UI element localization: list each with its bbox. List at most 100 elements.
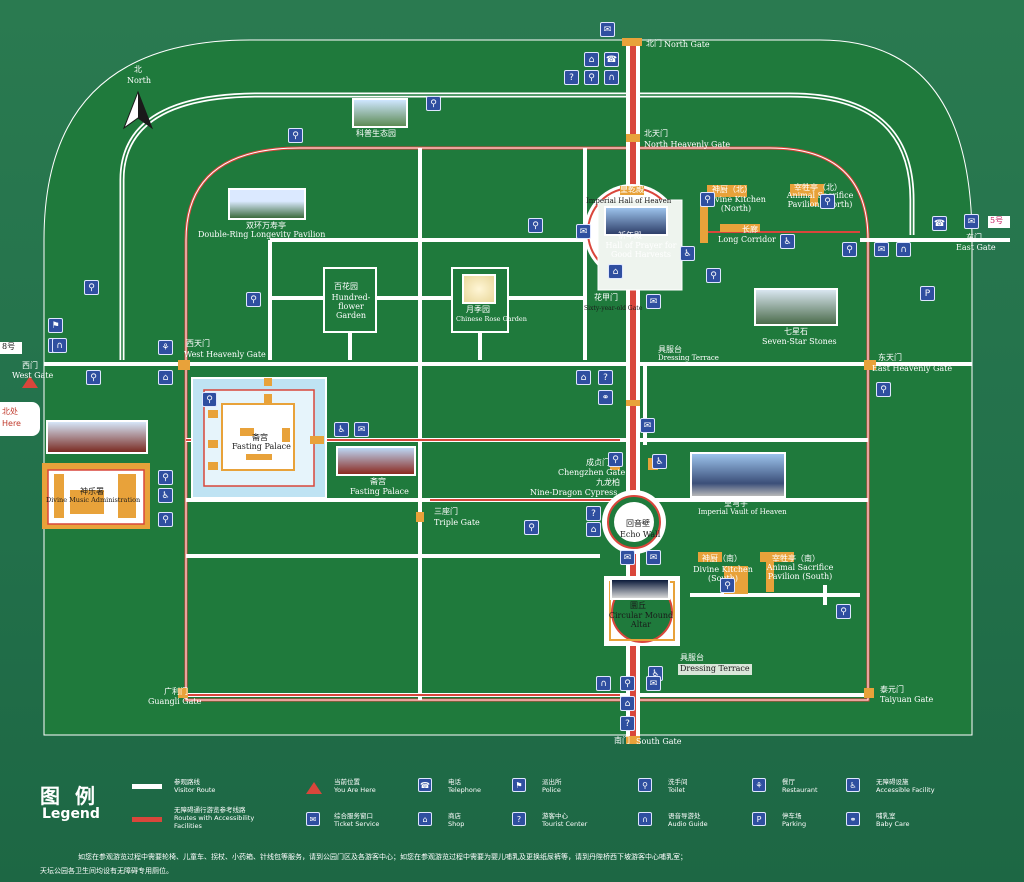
shop-icon[interactable]: ⌂ (608, 264, 623, 279)
telephone-icon[interactable]: ☎ (932, 216, 947, 231)
legend-note-1: 如您在参观游览过程中需要轮椅、儿童车、拐杖、小药箱、针线包等服务，请到公园门区及… (78, 853, 687, 861)
toilet-icon[interactable]: ⚲ (84, 280, 99, 295)
toilet-icon[interactable]: ⚲ (836, 604, 851, 619)
shop-icon[interactable]: ⌂ (158, 370, 173, 385)
ticket-service-icon[interactable]: ✉ (964, 214, 979, 229)
accessible-facility-icon[interactable]: ♿ (652, 454, 667, 469)
circular-mound-en: Circular Mound Altar (608, 611, 674, 629)
ticket-service-icon[interactable]: ✉ (600, 22, 615, 37)
toilet-icon[interactable]: ⚲ (608, 452, 623, 467)
toilet-icon[interactable]: ⚲ (820, 194, 835, 209)
toilet-icon[interactable]: ⚲ (246, 292, 261, 307)
toilet-icon[interactable]: ⚲ (842, 242, 857, 257)
toilet-icon[interactable]: ⚲ (584, 70, 599, 85)
sixty-year-en: Sixty-year-old Gate (584, 305, 643, 312)
divine-music-cn: 神乐署 (80, 487, 104, 496)
ticket-service-icon[interactable]: ✉ (646, 294, 661, 309)
divine-kitchen-n-cn: 神厨（北） (712, 185, 752, 194)
ticket-service-icon[interactable]: ✉ (640, 418, 655, 433)
audio-guide-icon[interactable]: ∩ (896, 242, 911, 257)
shop-icon[interactable]: ⌂ (584, 52, 599, 67)
toilet-icon[interactable]: ⚲ (720, 578, 735, 593)
fasting-palace-cn: 斋宫 (252, 433, 268, 442)
ticket-service-icon[interactable]: ✉ (646, 550, 661, 565)
double-ring-en: Double-Ring Longevity Pavilion (198, 230, 326, 239)
toilet-icon[interactable]: ⚲ (158, 512, 173, 527)
ticket-service-icon[interactable]: ✉ (354, 422, 369, 437)
imperial-vault-cn: 皇穹宇 (724, 499, 748, 508)
tourist-center-icon[interactable]: ? (586, 506, 601, 521)
you-are-here-line2: Here (2, 419, 21, 428)
animal-sacrifice-n-cn: 宰牲亭（北） (794, 183, 842, 192)
toilet-icon[interactable]: ⚲ (706, 268, 721, 283)
toilet-icon[interactable]: ⚲ (700, 192, 715, 207)
taiyuan-en: Taiyuan Gate (880, 695, 934, 704)
nine-dragon-en: Nine-Dragon Cypress (530, 488, 618, 497)
tourist-center-icon[interactable]: ? (564, 70, 579, 85)
tourist-center-icon[interactable]: ? (598, 370, 613, 385)
rose-garden-en: Chinese Rose Garden (456, 315, 527, 323)
ticket-service-icon[interactable]: ✉ (874, 242, 889, 257)
audio-guide-icon[interactable]: ∩ (604, 70, 619, 85)
ticket-service-icon[interactable]: ✉ (576, 224, 591, 239)
circular-mound-cn: 圜丘 (630, 601, 646, 610)
hall-prayer-photo (604, 206, 668, 236)
toilet-icon[interactable]: ⚲ (202, 392, 217, 407)
ticket-service-icon[interactable]: ✉ (620, 550, 635, 565)
accessible-facility-icon[interactable]: ♿ (334, 422, 349, 437)
you-are-here-line1: 北处 (2, 407, 18, 416)
baby-care-icon: ⚭ (846, 812, 860, 826)
north-label-en: North (126, 76, 152, 85)
ticket-service-icon[interactable]: ✉ (646, 676, 661, 691)
toilet-icon[interactable]: ⚲ (524, 520, 539, 535)
taiyuan-cn: 泰元门 (880, 685, 904, 694)
telephone-icon[interactable]: ☎ (604, 52, 619, 67)
parking-icon[interactable]: P (920, 286, 935, 301)
hundred-flower-en: Hundred-flower Garden (331, 293, 371, 320)
triple-gate-cn: 三座门 (434, 507, 458, 516)
accessible-facility-icon[interactable]: ♿ (680, 246, 695, 261)
police-icon[interactable]: ⚑ (48, 318, 63, 333)
audio-guide-icon[interactable]: ∩ (596, 676, 611, 691)
restaurant-icon[interactable]: ⚘ (158, 340, 173, 355)
fasting-palace-photo-en: Fasting Palace (350, 487, 409, 496)
toilet-icon[interactable]: ⚲ (876, 382, 891, 397)
shop-icon[interactable]: ⌂ (586, 522, 601, 537)
toilet-icon[interactable]: ⚲ (288, 128, 303, 143)
toilet-icon[interactable]: ⚲ (620, 676, 635, 691)
audio-guide-icon[interactable]: ∩ (52, 338, 67, 353)
tourist-center-icon[interactable]: ? (620, 716, 635, 731)
east-gate-en: East Gate (956, 243, 996, 252)
shop-icon[interactable]: ⌂ (576, 370, 591, 385)
baby-care-icon[interactable]: ⚭ (598, 390, 613, 405)
west-gate-en: West Gate (12, 371, 54, 380)
toilet-icon[interactable]: ⚲ (426, 96, 441, 111)
triple-gate-en: Triple Gate (434, 518, 480, 527)
hundred-flower-cn: 百花园 (334, 282, 358, 291)
circular-mound-photo (610, 578, 670, 600)
telephone-icon: ☎ (418, 778, 432, 792)
legend-note-2: 天坛公园各卫生间均设有无障碍专用厕位。 (40, 867, 173, 875)
north-heavenly-cn: 北天门 (644, 129, 668, 138)
toilet-icon[interactable]: ⚲ (158, 470, 173, 485)
toilet-icon[interactable]: ⚲ (528, 218, 543, 233)
south-gate-cn: 南门 (614, 736, 630, 745)
toilet-icon[interactable]: ⚲ (86, 370, 101, 385)
dressing-terrace-n-cn: 具服台 (658, 345, 682, 354)
accessible-facility-icon[interactable]: ♿ (158, 488, 173, 503)
shop-icon[interactable]: ⌂ (620, 696, 635, 711)
imperial-hall-cn: 皇乾殿 (620, 185, 644, 195)
fasting-palace-photo (336, 446, 416, 476)
accessible-facility-icon[interactable]: ♿ (780, 234, 795, 249)
rose-garden-cn: 月季园 (466, 305, 490, 314)
